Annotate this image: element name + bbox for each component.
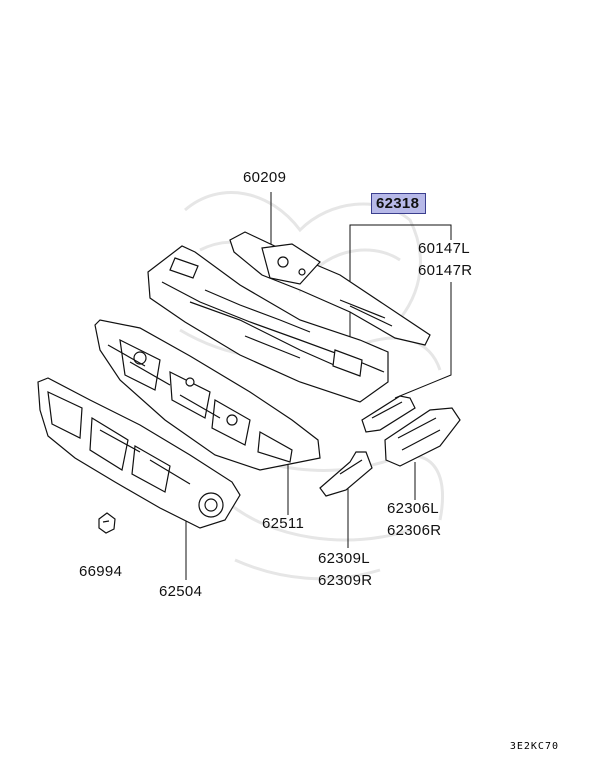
label-60147L: 60147L: [418, 240, 470, 257]
part-60147-bracket: [361, 395, 416, 433]
label-62306L: 62306L: [387, 500, 439, 517]
label-66994: 66994: [79, 563, 123, 580]
part-62309-bracket: [319, 451, 373, 497]
part-62306-bracket: [384, 407, 461, 467]
part-62318-cowl: [147, 245, 389, 403]
label-60209: 60209: [243, 169, 287, 186]
leader-lines: [185, 192, 452, 580]
part-62511-dash-panel: [94, 319, 321, 471]
label-62309R: 62309R: [318, 572, 373, 589]
label-62511: 62511: [262, 515, 305, 532]
label-62309L: 62309L: [318, 550, 370, 567]
diagram-code: 3E2KC70: [509, 741, 559, 752]
part-62504-insulator: [37, 377, 241, 529]
part-60209-bracket: [229, 231, 431, 346]
label-62504: 62504: [159, 583, 203, 600]
part-66994-clip: [98, 512, 116, 534]
label-60147R: 60147R: [418, 262, 473, 279]
label-62306R: 62306R: [387, 522, 442, 539]
label-62318[interactable]: 62318: [371, 193, 427, 214]
